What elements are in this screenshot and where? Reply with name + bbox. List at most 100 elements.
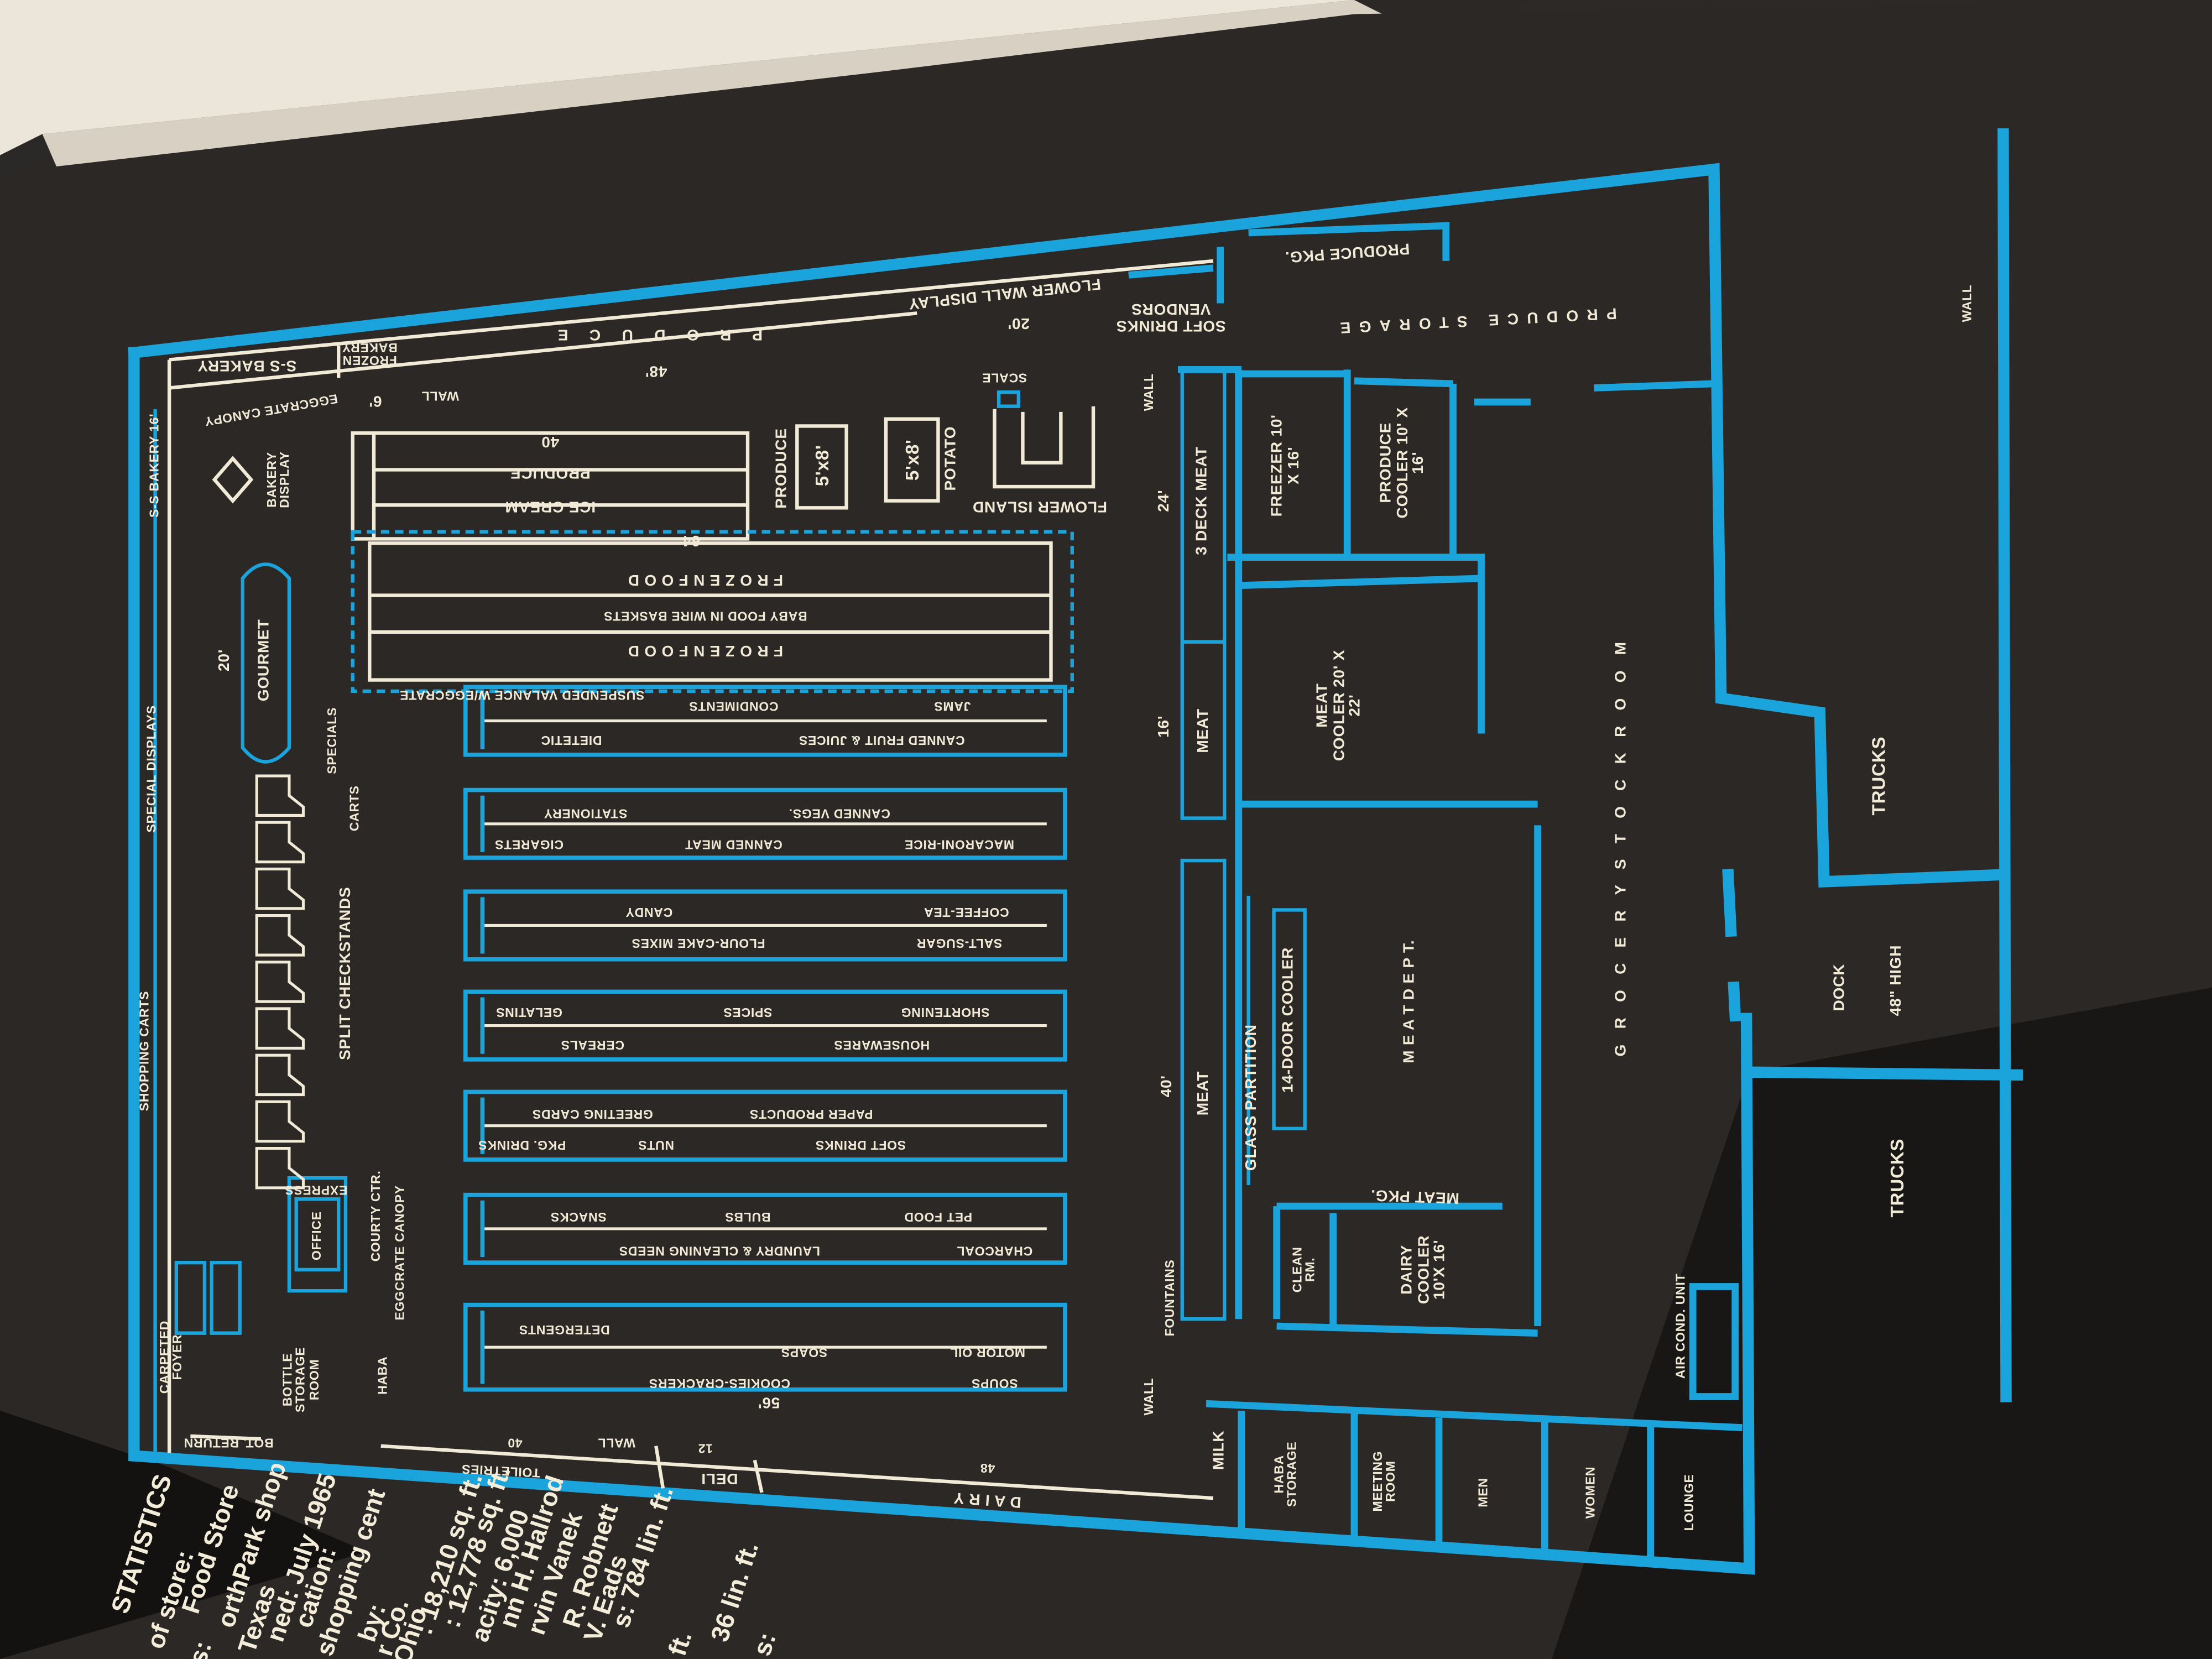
gondola-aisle-1 — [463, 685, 1067, 757]
aisle-7-label: DETERGENTS — [519, 1323, 610, 1337]
dim-40-toiletries: 40 — [507, 1436, 523, 1450]
dim-20-flower: 20' — [1007, 314, 1030, 331]
label-eggcrate-canopy-front: EGGCRATE CANOPY — [392, 1185, 407, 1321]
aisle-3-label: FLOUR-CAKE MIXES — [631, 936, 765, 951]
label-dock-height: 48" HIGH — [1887, 945, 1905, 1016]
label-baby-food: BABY FOOD IN WIRE BASKETS — [603, 609, 807, 623]
label-potato: POTATO — [942, 426, 960, 491]
label-wall-back-1: WALL — [1141, 373, 1156, 411]
aisle-5-label: GREETING CARDS — [532, 1107, 653, 1121]
aisle-7-label: MOTOR OIL — [950, 1345, 1025, 1360]
dim-48-produce: 48' — [645, 362, 667, 379]
checkstand — [255, 914, 305, 957]
label-clean-rm: CLEAN RM. — [1290, 1246, 1318, 1293]
dim-24: 24' — [1155, 489, 1173, 512]
label-bakery-display: BAKERY DISPLAY — [264, 451, 293, 508]
label-carts: CARTS — [347, 785, 362, 832]
dim-40-meat: 40' — [1158, 1075, 1176, 1098]
label-bottle-storage-room: BOTTLE STORAGE ROOM — [280, 1347, 321, 1413]
label-meat-1: MEAT — [1195, 708, 1212, 753]
dim-20-gourmet: 20' — [216, 649, 233, 671]
dim-16: 16' — [1155, 715, 1173, 738]
label-ice-cream: ICE CREAM — [504, 497, 596, 515]
label-meat-pkg: MEAT PKG. — [1370, 1186, 1460, 1206]
aisle-4-label: SHORTENING — [900, 1005, 990, 1020]
label-haba: HABA — [375, 1356, 390, 1395]
label-express: EXPRESS — [284, 1183, 348, 1198]
label-carpeted-foyer: CARPETED FOYER — [157, 1320, 185, 1394]
label-produce-bin: PRODUCE — [773, 428, 791, 509]
label-scale: SCALE — [982, 371, 1027, 385]
aisle-7-label: SOAPS — [780, 1345, 828, 1360]
checkstand — [255, 1053, 305, 1097]
label-dock: DOCK — [1831, 963, 1849, 1011]
gondola-aisle-2 — [463, 787, 1067, 860]
checkstand — [255, 867, 305, 910]
gondola-aisle-4 — [463, 989, 1067, 1062]
label-bin-size-2: 5'x8' — [901, 439, 923, 481]
label-frozen-bakery: FROZEN BAKERY — [342, 340, 398, 368]
gondola-aisle-5 — [463, 1089, 1067, 1162]
label-special-displays: SPECIAL DISPLAYS — [144, 705, 159, 833]
gondola-aisle-6 — [463, 1192, 1067, 1265]
aisle-6-label: LAUNDRY & CLEANING NEEDS — [618, 1244, 821, 1258]
label-wall-front: WALL — [597, 1436, 635, 1450]
aisle-5-label: PKG. DRINKS — [478, 1138, 566, 1152]
checkstand — [255, 821, 305, 864]
label-produce-cooler: PRODUCE COOLER 10' X 16' — [1378, 407, 1428, 519]
checkstand — [255, 774, 305, 817]
label-fountains: FOUNTAINS — [1162, 1259, 1177, 1337]
aisle-1-label: JAMS — [933, 699, 971, 714]
gondola-aisle-7 — [463, 1302, 1067, 1392]
label-air-cond-unit: AIR COND. UNIT — [1673, 1273, 1688, 1379]
aisle-7-label: SOUPS — [971, 1376, 1018, 1391]
label-produce-wall: P R O D U C E — [549, 325, 763, 343]
aisle-6-label: PET FOOD — [904, 1210, 973, 1224]
aisle-6-label: BULBS — [724, 1210, 771, 1224]
label-meeting-room: MEETING ROOM — [1370, 1451, 1399, 1512]
label-frozen-food-2: F R O Z E N F O O D — [627, 641, 784, 659]
label-lounge: LOUNGE — [1682, 1474, 1697, 1531]
aisle-6-label: CHARCOAL — [956, 1244, 1033, 1258]
label-bot-return: BOT. RETURN — [183, 1436, 274, 1450]
dim-6: 6' — [368, 392, 382, 409]
label-glass-partition: GLASS PARTITION — [1243, 1024, 1260, 1171]
checkstand — [255, 1007, 305, 1050]
label-grocery-stockroom: G R O C E R Y S T O C K R O O M — [1613, 636, 1630, 1057]
aisle-1-label: CANNED FRUIT & JUICES — [799, 733, 965, 748]
label-soft-drinks-vendors: SOFT DRINKS VENDORS — [1116, 300, 1226, 334]
aisle-4-label: HOUSEWARES — [833, 1037, 930, 1052]
aisle-2-label: CANNED VEGS. — [788, 806, 890, 821]
aisle-3-label: CANDY — [625, 905, 673, 920]
label-courty-ctr: COURTY CTR. — [368, 1170, 383, 1262]
dim-48-dairy: 48 — [980, 1461, 995, 1475]
label-wall-back-2: WALL — [1141, 1378, 1156, 1416]
dim-56: 56' — [758, 1393, 780, 1411]
aisle-7-label: COOKIES-CRACKERS — [649, 1376, 790, 1391]
label-wall-back-3: WALL — [1960, 284, 1974, 322]
label-dairy-cooler: DAIRY COOLER 10'X 16' — [1399, 1235, 1449, 1305]
label-ss-bakery-16: S-S BAKERY 16' — [147, 413, 161, 518]
label-trucks-1: TRUCKS — [1867, 736, 1890, 816]
label-deli: DELI — [701, 1469, 738, 1487]
checkstand — [255, 1100, 305, 1143]
label-freezer: FREEZER 10' X 16' — [1269, 414, 1302, 517]
gondola-aisle-3 — [463, 889, 1067, 962]
aisle-2-label: CANNED MEAT — [685, 837, 782, 852]
label-specials: SPECIALS — [325, 707, 339, 774]
aisle-4-label: SPICES — [723, 1005, 773, 1020]
aisle-4-label: GELATINS — [495, 1005, 562, 1020]
label-3-deck-meat: 3 DECK MEAT — [1193, 446, 1211, 555]
aisle-2-label: CIGARETS — [494, 837, 564, 852]
label-split-checkstands: SPLIT CHECKSTANDS — [337, 886, 354, 1060]
checkstand — [255, 1146, 305, 1190]
aisle-5-label: SOFT DRINKS — [815, 1138, 906, 1152]
dim-64: 64 — [682, 531, 701, 549]
checkstand — [255, 961, 305, 1003]
aisle-5-label: NUTS — [638, 1138, 674, 1152]
label-milk: MILK — [1211, 1430, 1228, 1470]
aisle-2-label: STATIONERY — [543, 806, 628, 821]
